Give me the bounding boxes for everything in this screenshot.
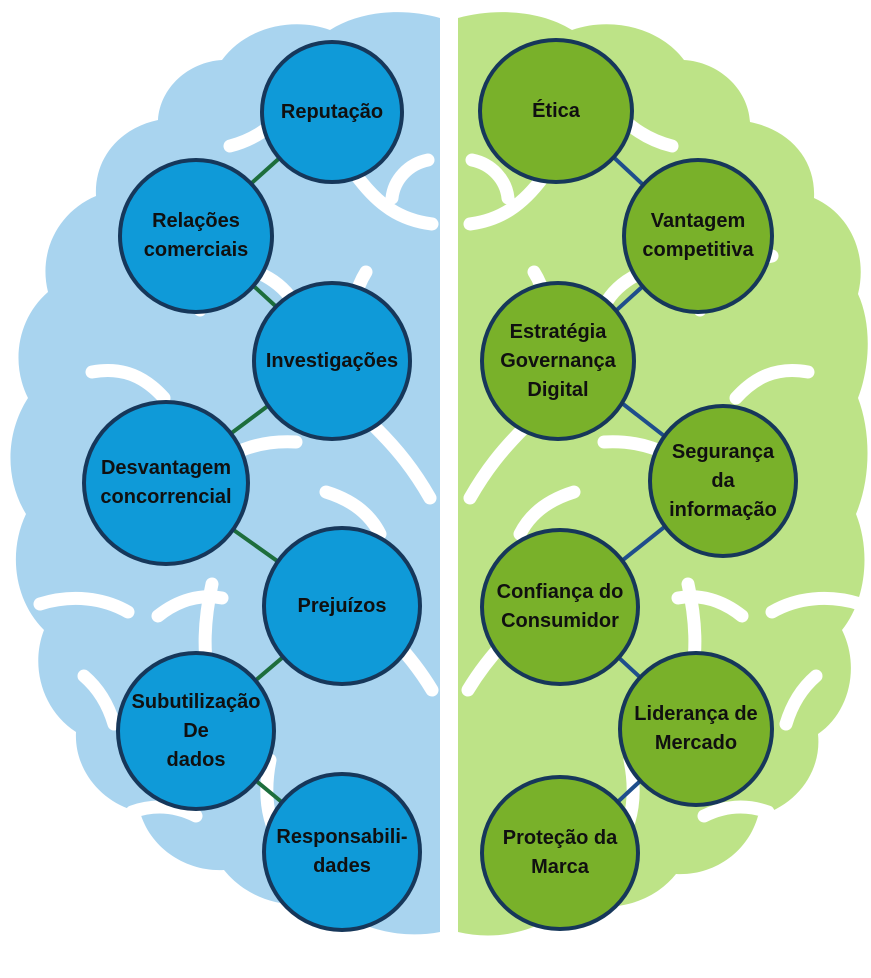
node-investigacoes: Investigações xyxy=(252,281,412,441)
node-seguranca-da-informacao: Segurança da informação xyxy=(648,404,798,558)
node-reputacao: Reputação xyxy=(260,40,404,184)
node-lideranca-de-mercado: Liderança de Mercado xyxy=(618,651,774,807)
node-relacoes-comerciais: Relações comerciais xyxy=(118,158,274,314)
left-sulcus xyxy=(349,168,439,231)
node-label: Ética xyxy=(532,99,580,122)
left-sulcus xyxy=(33,591,135,619)
node-estrategia-governanca-digital: Estratégia Governança Digital xyxy=(480,281,636,441)
node-subutilizacao-de-dados: Subutilização De dados xyxy=(116,651,276,811)
node-label: Vantagem competitiva xyxy=(642,210,754,261)
left-sulcus xyxy=(77,669,121,731)
node-responsabilidades: Responsabili- dades xyxy=(262,772,422,932)
left-sulcus xyxy=(385,153,435,205)
node-label: Investigações xyxy=(265,349,399,372)
right-sulcus xyxy=(463,169,551,231)
node-label: Liderança de Mercado xyxy=(634,703,758,754)
node-confianca-do-consumidor: Confiança do Consumidor xyxy=(480,528,640,686)
node-label: Proteção da Marca xyxy=(502,827,618,878)
node-label: Responsabili- dades xyxy=(276,826,408,877)
node-protecao-da-marca: Proteção da Marca xyxy=(480,775,640,931)
node-label: Relações comerciais xyxy=(143,210,249,261)
left-sulcus xyxy=(125,800,203,823)
left-sulcus xyxy=(85,363,171,405)
node-prejuizos: Prejuízos xyxy=(262,526,422,686)
node-etica: Ética xyxy=(478,38,634,184)
node-vantagem-competitiva: Vantagem competitiva xyxy=(622,158,774,314)
left-sulcus xyxy=(319,485,387,541)
right-sulcus xyxy=(729,363,815,405)
node-label: Prejuízos xyxy=(297,594,387,617)
right-sulcus xyxy=(463,421,531,505)
node-label: Subutilização De dados xyxy=(131,690,261,771)
node-label: Segurança da informação xyxy=(669,440,777,521)
right-sulcus xyxy=(513,485,581,541)
left-sulcus xyxy=(369,421,437,505)
node-label: Estratégia Governança Digital xyxy=(500,320,616,401)
right-sulcus xyxy=(779,669,823,731)
right-sulcus xyxy=(765,591,867,619)
right-sulcus xyxy=(697,800,775,823)
node-label: Reputação xyxy=(280,100,384,123)
node-label: Desvantagem concorrencial xyxy=(100,457,232,508)
node-desvantagem-concorrencial: Desvantagem concorrencial xyxy=(82,400,250,566)
right-sulcus xyxy=(465,153,515,205)
node-label: Confiança do Consumidor xyxy=(496,581,624,632)
